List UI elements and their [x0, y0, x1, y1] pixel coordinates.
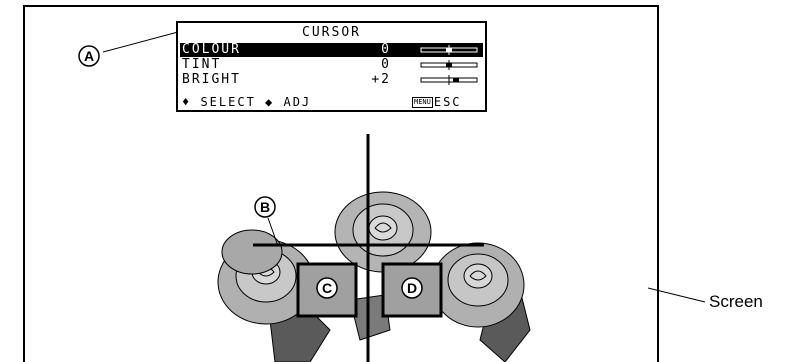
osd-row-label: COLOUR: [182, 42, 241, 57]
osd-row-label: BRIGHT: [182, 72, 241, 87]
menu-key-icon: MENU: [412, 97, 433, 108]
osd-footer-select: ♦ SELECT ◆ ADJ: [182, 95, 312, 109]
callout-b-letter: B: [260, 199, 270, 215]
osd-level-slider: [420, 75, 478, 85]
callout-d-circle: [401, 277, 423, 299]
rose-center-inner: [368, 215, 398, 241]
osd-row-colour[interactable]: COLOUR 0: [180, 43, 483, 57]
screen-frame: [23, 5, 659, 362]
osd-footer-esc-label: ESC: [433, 95, 462, 109]
osd-row-tint[interactable]: TINT 0: [180, 58, 483, 72]
rose-right-inner: [463, 263, 493, 289]
rose-left-back: [221, 229, 283, 275]
osd-level-slider: [420, 60, 478, 70]
rose-right-swirl: [469, 270, 487, 281]
callout-d-letter: D: [407, 280, 417, 296]
osd-title: CURSOR: [302, 25, 361, 40]
callout-b-circle: [254, 196, 276, 218]
callout-a-circle: [78, 45, 100, 67]
roses-image: [217, 191, 531, 362]
osd-row-label: TINT: [182, 57, 222, 72]
leaf-center: [349, 294, 391, 341]
osd-level-slider: [420, 45, 478, 55]
osd-row-value: 0: [381, 57, 391, 72]
osd-row-value: +2: [371, 72, 391, 87]
callout-a-leader: [102, 31, 179, 53]
cursor-osd-menu: CURSOR COLOUR 0 TINT 0 BRIGHT +2: [176, 21, 487, 112]
callout-a-letter: A: [84, 48, 94, 64]
callout-b-leader: [267, 217, 279, 247]
screen-leader-line: [647, 287, 706, 303]
callout-c-circle: [316, 277, 338, 299]
callout-c-letter: C: [322, 280, 332, 296]
osd-row-value: 0: [381, 42, 391, 57]
rose-center-swirl: [374, 222, 392, 233]
screen-label: Screen: [709, 292, 763, 311]
osd-row-bright[interactable]: BRIGHT +2: [180, 73, 483, 87]
